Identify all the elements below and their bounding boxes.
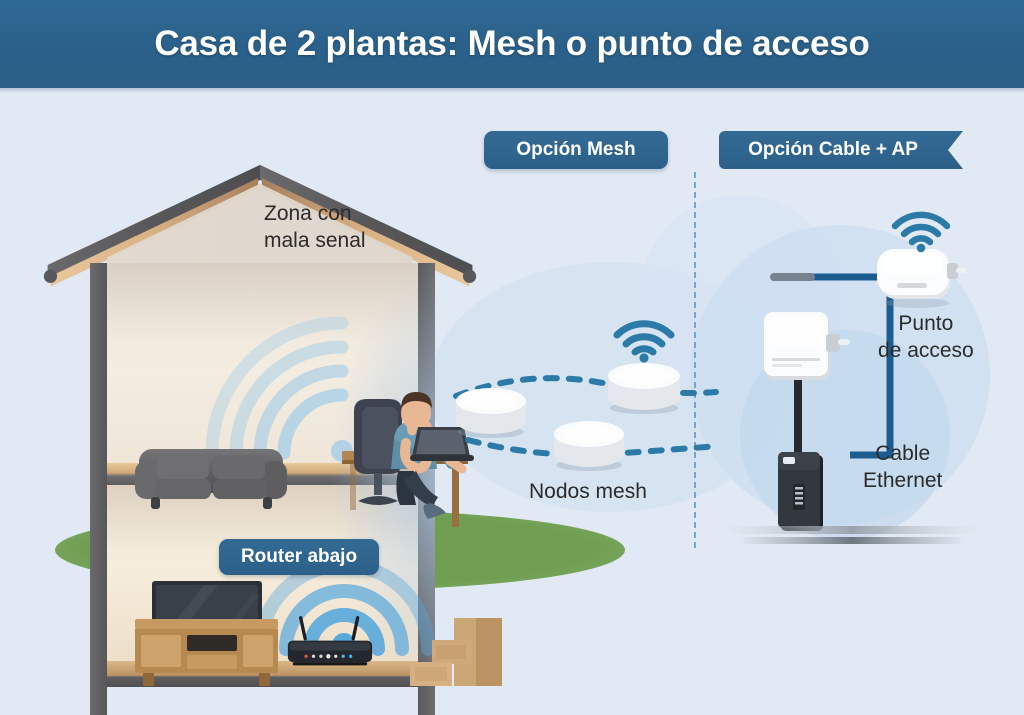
mesh-nodes-label: Nodos mesh: [529, 480, 647, 503]
ribbon-shape: [719, 131, 963, 169]
header-bar: Casa de 2 plantas: Mesh o punto de acces…: [0, 0, 1024, 88]
badge-option-cable-ap-label: Opción Cable + AP: [748, 139, 918, 160]
badge-option-cable-ap[interactable]: Opción Cable + AP: [719, 131, 963, 169]
wifi-router: [287, 616, 373, 666]
mesh-node[interactable]: [548, 418, 630, 472]
wifi-icon: [891, 211, 951, 253]
roof: [43, 164, 477, 287]
device-cable: [794, 370, 802, 490]
access-point-label-line2: de acceso: [878, 339, 974, 362]
sofa: [135, 449, 287, 509]
left-wall: [90, 263, 107, 715]
page-title: Casa de 2 plantas: Mesh o punto de acces…: [154, 24, 870, 63]
frustrated-person: [354, 392, 467, 519]
modem-router[interactable]: [778, 452, 826, 534]
access-point[interactable]: [875, 249, 967, 309]
ethernet-cable-label-line1: Cable: [875, 442, 931, 465]
mesh-node[interactable]: [602, 359, 686, 415]
laptop: [410, 427, 474, 461]
tv-stand: [135, 619, 278, 686]
weak-zone-label: Zona con mala senal: [264, 200, 366, 254]
wall-switch[interactable]: [764, 312, 850, 386]
section-divider: [694, 172, 696, 548]
badge-router-downstairs[interactable]: Router abajo: [219, 539, 379, 575]
wifi-icon: [613, 320, 675, 363]
weak-zone-label-line1: Zona con: [264, 202, 352, 225]
header-shadow: [0, 88, 1024, 93]
access-point-label: Punto de acceso: [878, 310, 974, 364]
mesh-node[interactable]: [450, 385, 532, 439]
cardboard-boxes: [410, 618, 502, 686]
wifi-weak-icon: [205, 316, 353, 462]
ethernet-cable-label: Cable Ethernet: [863, 440, 942, 494]
ethernet-cable: [770, 273, 894, 459]
ethernet-cable-label-line2: Ethernet: [863, 469, 943, 492]
access-point-label-line1: Punto: [898, 312, 954, 335]
weak-zone-label-line2: mala senal: [264, 229, 366, 252]
ground-line: [722, 526, 982, 544]
house-illustration: [30, 163, 502, 715]
badge-option-mesh[interactable]: Opción Mesh: [484, 131, 668, 169]
